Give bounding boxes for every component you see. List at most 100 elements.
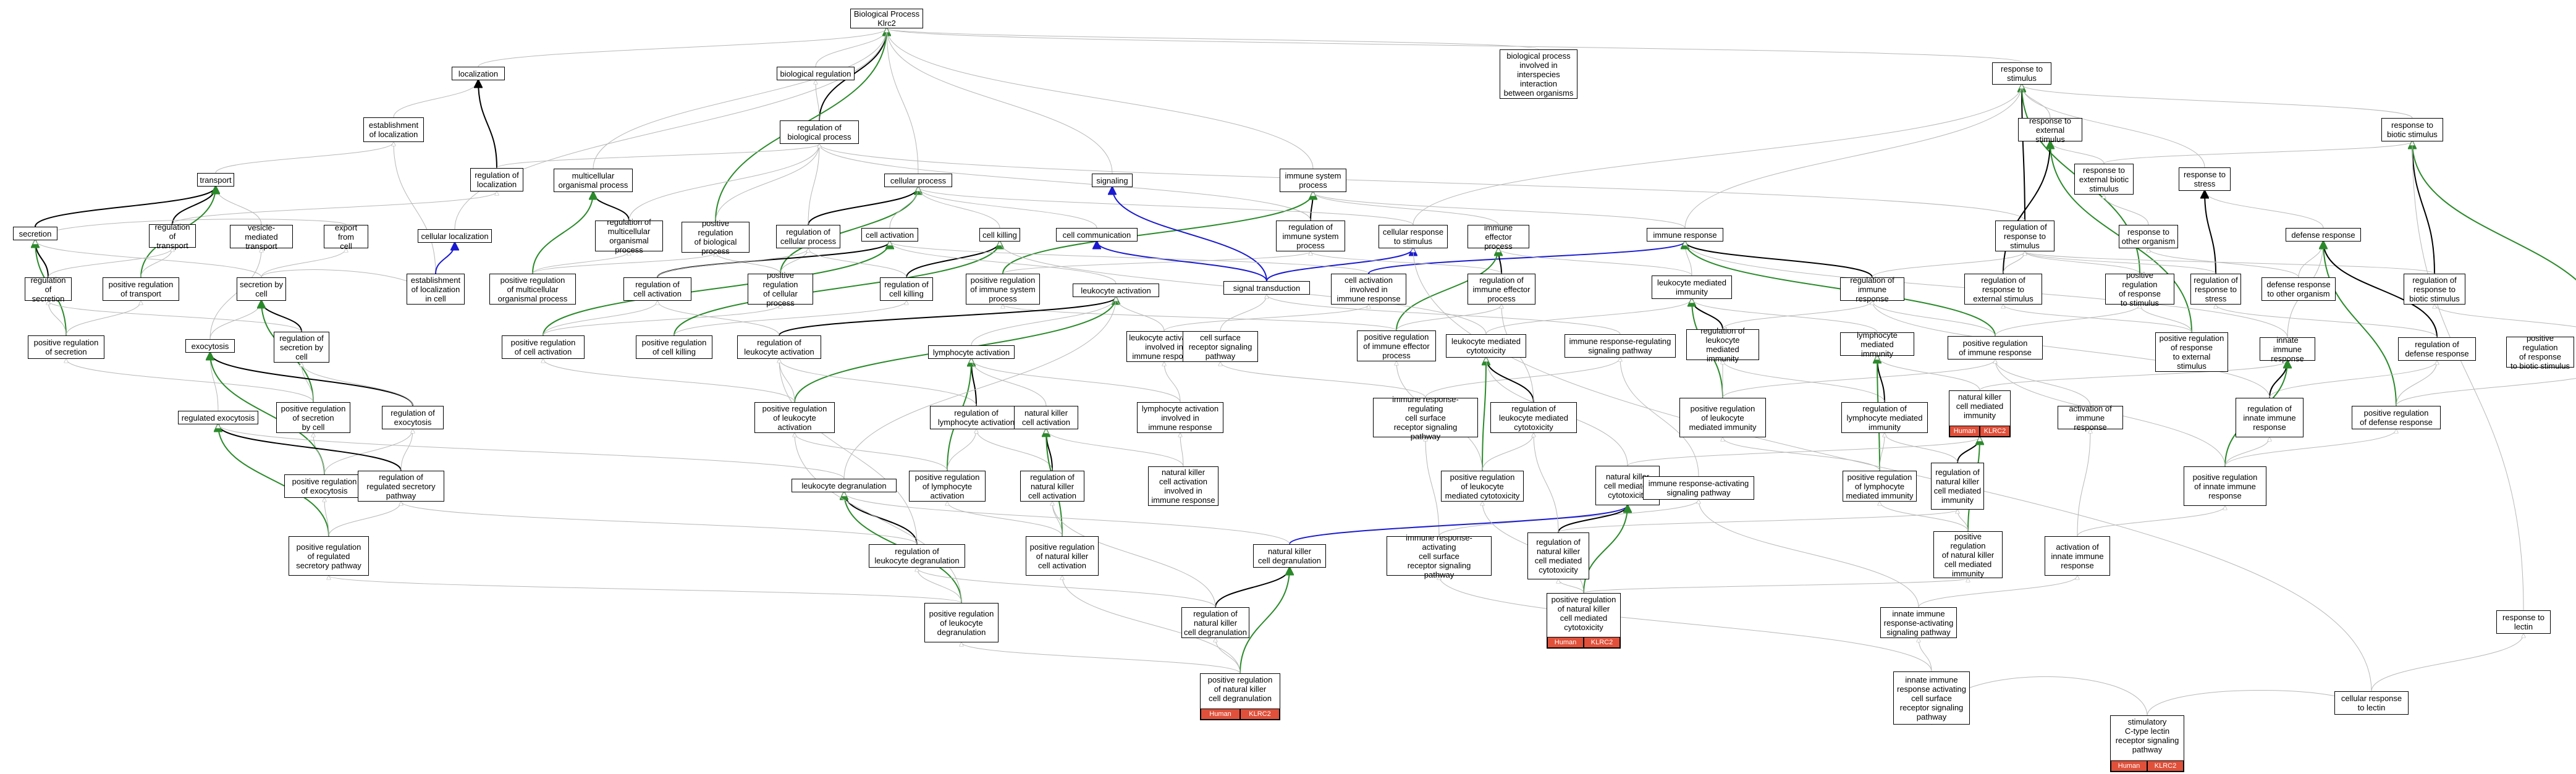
go-term-regulation-of-cell-activation[interactable]: regulation of cell activation: [623, 277, 691, 301]
go-term-positive-regulation-of-immune-response[interactable]: positive regulation of immune response: [1948, 336, 2043, 360]
go-term-positive-regulation-of-immune-effector-process[interactable]: positive regulation of immune effector p…: [1357, 330, 1436, 361]
go-term-innate-immune-response-activating-signaling-pathway[interactable]: innate immune response-activating signal…: [1880, 607, 1957, 638]
go-term-regulation-of-leukocyte-degranulation[interactable]: regulation of leukocyte degranulation: [869, 544, 965, 568]
go-term-positive-regulation-of-transport[interactable]: positive regulation of transport: [103, 277, 179, 301]
go-term-leukocyte-degranulation[interactable]: leukocyte degranulation: [792, 479, 897, 492]
go-term-biological-process-involved-in-interspecies-interaction-between-organisms[interactable]: biological process involved in interspec…: [1500, 49, 1577, 99]
go-term-regulation-of-leukocyte-activation[interactable]: regulation of leukocyte activation: [737, 335, 821, 359]
go-term-positive-regulation-of-leukocyte-mediated-cytotoxicity[interactable]: positive regulation of leukocyte mediate…: [1441, 471, 1524, 502]
go-term-positive-regulation-of-leukocyte-activation[interactable]: positive regulation of leukocyte activat…: [754, 402, 835, 433]
go-term-positive-regulation-of-secretion[interactable]: positive regulation of secretion: [28, 335, 104, 359]
go-term-exocytosis[interactable]: exocytosis: [185, 339, 235, 353]
go-term-signaling[interactable]: signaling: [1092, 174, 1133, 187]
go-term-positive-regulation-of-cell-killing[interactable]: positive regulation of cell killing: [636, 335, 712, 359]
go-term-positive-regulation-of-exocytosis[interactable]: positive regulation of exocytosis: [284, 474, 365, 498]
go-term-lymphocyte-activation[interactable]: lymphocyte activation: [928, 345, 1015, 359]
go-term-positive-regulation-of-cell-activation[interactable]: positive regulation of cell activation: [502, 335, 585, 359]
go-term-natural-killer-cell-activation-involved-in-immune-response[interactable]: natural killer cell activation involved …: [1148, 466, 1218, 506]
go-term-transport[interactable]: transport: [197, 173, 234, 187]
go-term-cell-communication[interactable]: cell communication: [1056, 228, 1138, 242]
go-term-positive-regulation-of-response-to-stimulus[interactable]: positive regulation of response to stimu…: [2105, 271, 2174, 308]
go-term-positive-regulation-of-cellular-process[interactable]: positive regulation of cellular process: [748, 271, 813, 308]
go-term-natural-killer-cell-degranulation[interactable]: natural killer cell degranulation: [1253, 544, 1326, 568]
go-term-regulation-of-biological-process[interactable]: regulation of biological process: [780, 120, 859, 144]
go-term-regulation-of-response-to-biotic-stimulus[interactable]: regulation of response to biotic stimulu…: [2404, 274, 2465, 305]
go-term-positive-regulation-of-response-to-biotic-stimulus[interactable]: positive regulation of response to bioti…: [2506, 334, 2574, 371]
go-term-response-to-lectin[interactable]: response to lectin: [2496, 610, 2551, 634]
go-term-leukocyte-mediated-immunity[interactable]: leukocyte mediated immunity: [1652, 276, 1732, 299]
go-term-positive-regulation-of-natural-killer-cell-activation[interactable]: positive regulation of natural killer ce…: [1026, 536, 1099, 576]
go-term-regulation-of-innate-immune-response[interactable]: regulation of innate immune response: [2236, 398, 2304, 437]
go-term-response-to-other-organism[interactable]: response to other organism: [2119, 225, 2178, 248]
go-term-response-to-stimulus[interactable]: response to stimulus: [1992, 62, 2051, 85]
go-term-regulation-of-natural-killer-cell-degranulation[interactable]: regulation of natural killer cell degran…: [1181, 607, 1249, 638]
go-term-immune-response-regulating-cell-surface-receptor-signaling-pathway[interactable]: immune response-regulating cell surface …: [1373, 395, 1478, 441]
go-term-establishment-of-localization[interactable]: establishment of localization: [363, 117, 424, 142]
go-term-establishment-of-localization-in-cell[interactable]: establishment of localization in cell: [407, 274, 465, 305]
go-term-immune-response-regulating-signaling-pathway[interactable]: immune response-regulating signaling pat…: [1565, 334, 1676, 358]
go-term-immune-response-activating-signaling-pathway[interactable]: immune response-activating signaling pat…: [1643, 476, 1754, 500]
go-term-cellular-response-to-lectin[interactable]: cellular response to lectin: [2334, 691, 2409, 715]
go-term-biological-regulation[interactable]: biological regulation: [777, 67, 855, 80]
go-term-positive-regulation-of-response-to-external-stimulus[interactable]: positive regulation of response to exter…: [2155, 332, 2228, 372]
go-term-regulation-of-cell-killing[interactable]: regulation of cell killing: [880, 277, 933, 301]
go-term-regulation-of-immune-response[interactable]: regulation of immune response: [1840, 276, 1904, 303]
go-term-regulation-of-localization[interactable]: regulation of localization: [470, 168, 523, 191]
go-term-leukocyte-mediated-cytotoxicity[interactable]: leukocyte mediated cytotoxicity: [1446, 334, 1526, 358]
go-term-export-from-cell[interactable]: export from cell: [324, 223, 368, 251]
go-term-positive-regulation-of-natural-killer-cell-mediated-cytotoxicity[interactable]: positive regulation of natural killer ce…: [1547, 593, 1621, 649]
go-term-positive-regulation-of-natural-killer-cell-degranulation[interactable]: positive regulation of natural killer ce…: [1200, 673, 1280, 720]
go-term-positive-regulation-of-defense-response[interactable]: positive regulation of defense response: [2352, 406, 2441, 429]
go-term-regulation-of-lymphocyte-mediated-immunity[interactable]: regulation of lymphocyte mediated immuni…: [1841, 402, 1928, 433]
go-term-positive-regulation-of-lymphocyte-activation[interactable]: positive regulation of lymphocyte activa…: [909, 471, 986, 502]
go-term-positive-regulation-of-leukocyte-degranulation[interactable]: positive regulation of leukocyte degranu…: [924, 603, 999, 642]
go-term-response-to-external-biotic-stimulus[interactable]: response to external biotic stimulus: [2074, 164, 2134, 195]
go-term-defense-response-to-other-organism[interactable]: defense response to other organism: [2261, 277, 2336, 301]
go-term-secretion[interactable]: secretion: [13, 227, 57, 240]
go-term-regulation-of-immune-effector-process[interactable]: regulation of immune effector process: [1467, 274, 1535, 305]
go-term-stimulatory-c-type-lectin-receptor-signaling-pathway[interactable]: stimulatory C-type lectin receptor signa…: [2110, 715, 2184, 772]
go-term-activation-of-innate-immune-response[interactable]: activation of innate immune response: [2045, 536, 2110, 576]
go-term-regulation-of-leukocyte-mediated-cytotoxicity[interactable]: regulation of leukocyte mediated cytotox…: [1490, 402, 1577, 433]
go-term-immune-response-activating-cell-surface-receptor-signaling-pathway[interactable]: immune response-activating cell surface …: [1387, 533, 1492, 579]
go-term-leukocyte-activation[interactable]: leukocyte activation: [1073, 284, 1159, 297]
go-term-localization[interactable]: localization: [452, 67, 505, 80]
go-term-response-to-external-stimulus[interactable]: response to external stimulus: [2018, 116, 2082, 144]
go-term-positive-regulation-of-regulated-secretory-pathway[interactable]: positive regulation of regulated secreto…: [289, 536, 369, 576]
go-term-regulation-of-secretion[interactable]: regulation of secretion: [25, 276, 72, 303]
go-term-positive-regulation-of-lymphocyte-mediated-immunity[interactable]: positive regulation of lymphocyte mediat…: [1843, 471, 1917, 502]
go-term-immune-effector-process[interactable]: immune effector process: [1467, 223, 1529, 251]
go-term-biological-process-klrc2[interactable]: Biological Process Klrc2: [850, 9, 923, 28]
go-term-vesicle-mediated-transport[interactable]: vesicle-mediated transport: [230, 223, 293, 251]
go-term-activation-of-immune-response[interactable]: activation of immune response: [2058, 404, 2123, 432]
go-term-cellular-response-to-stimulus[interactable]: cellular response to stimulus: [1379, 225, 1448, 248]
go-term-positive-regulation-of-immune-system-process[interactable]: positive regulation of immune system pro…: [966, 274, 1040, 305]
go-term-secretion-by-cell[interactable]: secretion by cell: [237, 277, 286, 301]
go-term-cell-activation-involved-in-immune-response[interactable]: cell activation involved in immune respo…: [1331, 274, 1406, 305]
go-term-immune-system-process[interactable]: immune system process: [1280, 169, 1346, 192]
go-term-regulation-of-leukocyte-mediated-immunity[interactable]: regulation of leukocyte mediated immunit…: [1686, 326, 1759, 363]
go-term-defense-response[interactable]: defense response: [2286, 228, 2361, 242]
go-term-cell-activation[interactable]: cell activation: [861, 228, 918, 242]
go-term-positive-regulation-of-innate-immune-response[interactable]: positive regulation of innate immune res…: [2184, 466, 2266, 506]
go-term-cellular-localization[interactable]: cellular localization: [418, 229, 492, 243]
go-term-regulation-of-multicellular-organismal-process[interactable]: regulation of multicellular organismal p…: [595, 217, 663, 254]
go-term-regulation-of-natural-killer-cell-mediated-immunity[interactable]: regulation of natural killer cell mediat…: [1931, 463, 1984, 510]
go-term-positive-regulation-of-secretion-by-cell[interactable]: positive regulation of secretion by cell: [276, 402, 350, 433]
go-term-regulation-of-response-to-stress[interactable]: regulation of response to stress: [2190, 274, 2241, 305]
go-term-regulation-of-response-to-external-stimulus[interactable]: regulation of response to external stimu…: [1964, 274, 2042, 305]
go-term-regulation-of-transport[interactable]: regulation of transport: [149, 222, 196, 250]
go-term-positive-regulation-of-multicellular-organismal-process[interactable]: positive regulation of multicellular org…: [489, 274, 576, 305]
go-term-lymphocyte-mediated-immunity[interactable]: lymphocyte mediated immunity: [1840, 330, 1914, 358]
go-term-regulation-of-secretion-by-cell[interactable]: regulation of secretion by cell: [274, 332, 329, 363]
go-term-cell-killing[interactable]: cell killing: [979, 228, 1020, 242]
go-term-regulation-of-natural-killer-cell-activation[interactable]: regulation of natural killer cell activa…: [1020, 471, 1084, 502]
go-term-cellular-process[interactable]: cellular process: [884, 174, 952, 187]
go-term-regulation-of-exocytosis[interactable]: regulation of exocytosis: [382, 406, 444, 429]
go-term-natural-killer-cell-activation[interactable]: natural killer cell activation: [1014, 406, 1078, 429]
go-term-response-to-stress[interactable]: response to stress: [2179, 167, 2231, 191]
go-term-regulation-of-lymphocyte-activation[interactable]: regulation of lymphocyte activation: [930, 406, 1023, 429]
go-term-positive-regulation-of-biological-process[interactable]: positive regulation of biological proces…: [682, 219, 750, 256]
go-term-regulated-exocytosis[interactable]: regulated exocytosis: [178, 411, 258, 424]
